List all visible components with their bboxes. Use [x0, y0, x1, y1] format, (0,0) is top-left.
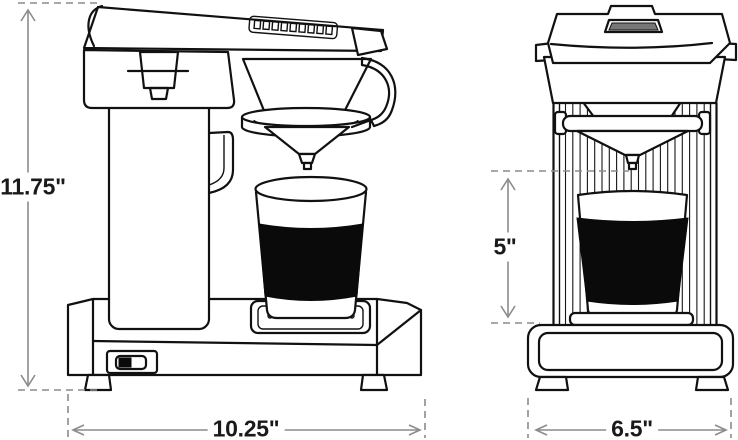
side-saucer [568, 311, 695, 327]
side-view [491, 4, 738, 438]
side-cone-spout [575, 129, 690, 171]
front-lid [82, 5, 385, 53]
front-cup [254, 175, 368, 320]
water-level-window [126, 50, 190, 101]
front-left-foot [83, 373, 113, 392]
depth-dimension-label: 6.5" [606, 414, 658, 440]
side-cup-sleeve [576, 217, 689, 305]
water-tank [82, 48, 236, 110]
front-right-foot [359, 373, 389, 392]
height-dimension-label: 11.75" [0, 172, 71, 202]
front-tower [107, 94, 211, 331]
cup-sleeve [258, 223, 364, 301]
side-left-foot [534, 375, 570, 392]
side-base [526, 323, 735, 392]
front-view [18, 2, 426, 438]
side-right-foot [694, 375, 730, 392]
front-spout [263, 125, 351, 171]
power-switch [105, 349, 159, 375]
side-cup [568, 189, 695, 327]
clearance-dimension-label: 5" [488, 232, 522, 262]
width-dimension-label: 10.25" [207, 414, 285, 440]
basket-handle [350, 56, 397, 129]
side-lid [546, 4, 732, 65]
cord-curl [87, 4, 104, 48]
lid-vents [248, 15, 339, 40]
side-tower-walls [552, 101, 718, 327]
front-head [82, 4, 397, 171]
basket-arm [207, 130, 235, 195]
lid-end-cap [350, 26, 389, 57]
